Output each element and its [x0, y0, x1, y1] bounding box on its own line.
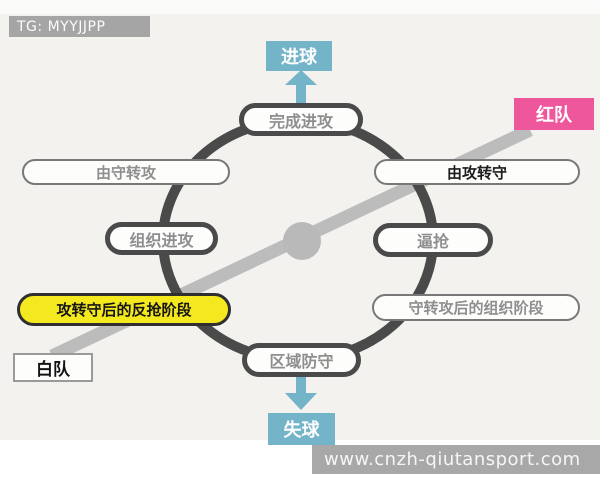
- node-pressing-label: 逼抢: [416, 232, 449, 251]
- goal-label: 进球: [281, 47, 317, 68]
- node-complete-attack-label: 完成进攻: [268, 111, 333, 131]
- ball-center-icon: [283, 222, 321, 260]
- red-team-box: 红队: [514, 98, 594, 130]
- goal-outcome-box: 进球: [266, 41, 332, 71]
- white-team-label: 白队: [36, 360, 70, 380]
- arrow-up-icon: [285, 70, 317, 104]
- concede-outcome-box: 失球: [268, 413, 335, 445]
- node-defense-to-attack-label: 由守转攻: [95, 163, 156, 182]
- tg-badge: TG: MYYJJPP: [9, 16, 150, 37]
- node-counterpress-phase: 攻转守后的反抢阶段: [17, 293, 231, 326]
- node-attack-to-defense: 由攻转守: [374, 159, 580, 185]
- node-counterpress-phase-label: 攻转守后的反抢阶段: [56, 301, 192, 319]
- red-team-label: 红队: [536, 105, 572, 126]
- node-organization-phase-label: 守转攻后的组织阶段: [408, 299, 544, 317]
- white-team-box: 白队: [13, 353, 93, 382]
- watermark-url: www.cnzh-qiutansport.com: [324, 449, 581, 470]
- node-organize-attack: 组织进攻: [105, 222, 218, 255]
- node-attack-to-defense-label: 由攻转守: [446, 163, 507, 182]
- node-zonal-defense-label: 区域防守: [269, 352, 334, 371]
- node-complete-attack: 完成进攻: [239, 103, 363, 136]
- tg-badge-label: TG: MYYJJPP: [17, 18, 106, 35]
- node-defense-to-attack: 由守转攻: [22, 159, 230, 185]
- node-pressing: 逼抢: [373, 223, 493, 257]
- arrow-down-icon: [285, 376, 317, 410]
- node-organization-phase: 守转攻后的组织阶段: [372, 294, 580, 321]
- node-zonal-defense: 区域防守: [242, 343, 361, 377]
- watermark-bar: www.cnzh-qiutansport.com: [312, 445, 600, 474]
- node-organize-attack-label: 组织进攻: [129, 230, 194, 250]
- concede-label: 失球: [283, 420, 320, 441]
- top-margin-band: [0, 0, 600, 14]
